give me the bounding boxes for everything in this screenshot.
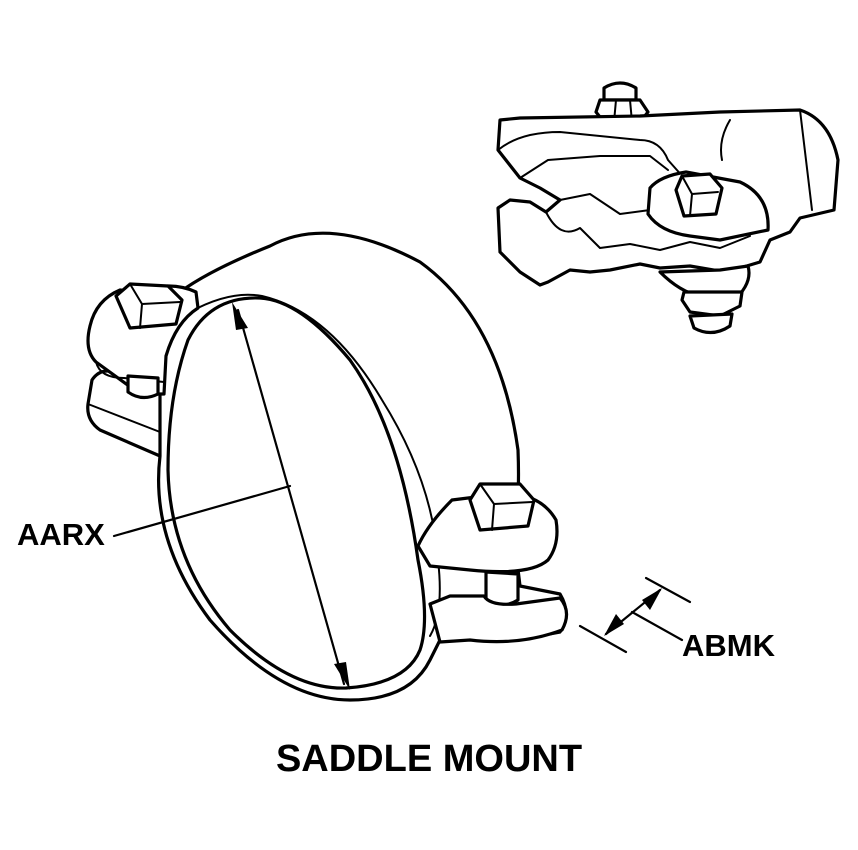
abmk-label: ABMK (682, 628, 775, 663)
mounting-detail-view (496, 81, 840, 335)
aarx-label: AARX (17, 517, 105, 552)
detail-bottom-nut (658, 264, 751, 335)
lower-right-tab (428, 594, 569, 644)
saddle-clamp (86, 231, 569, 702)
detail-bolt-head (674, 172, 724, 218)
upper-left-bolt (114, 282, 184, 400)
aarx-leader (112, 484, 292, 538)
abmk-dimension (578, 576, 692, 654)
clamp-band-front-edge (189, 293, 441, 637)
clamp-band-inner (166, 296, 427, 690)
aarx-dimension-line (232, 302, 350, 690)
diagram-title: SADDLE MOUNT (275, 738, 583, 780)
right-bolt (468, 482, 536, 607)
